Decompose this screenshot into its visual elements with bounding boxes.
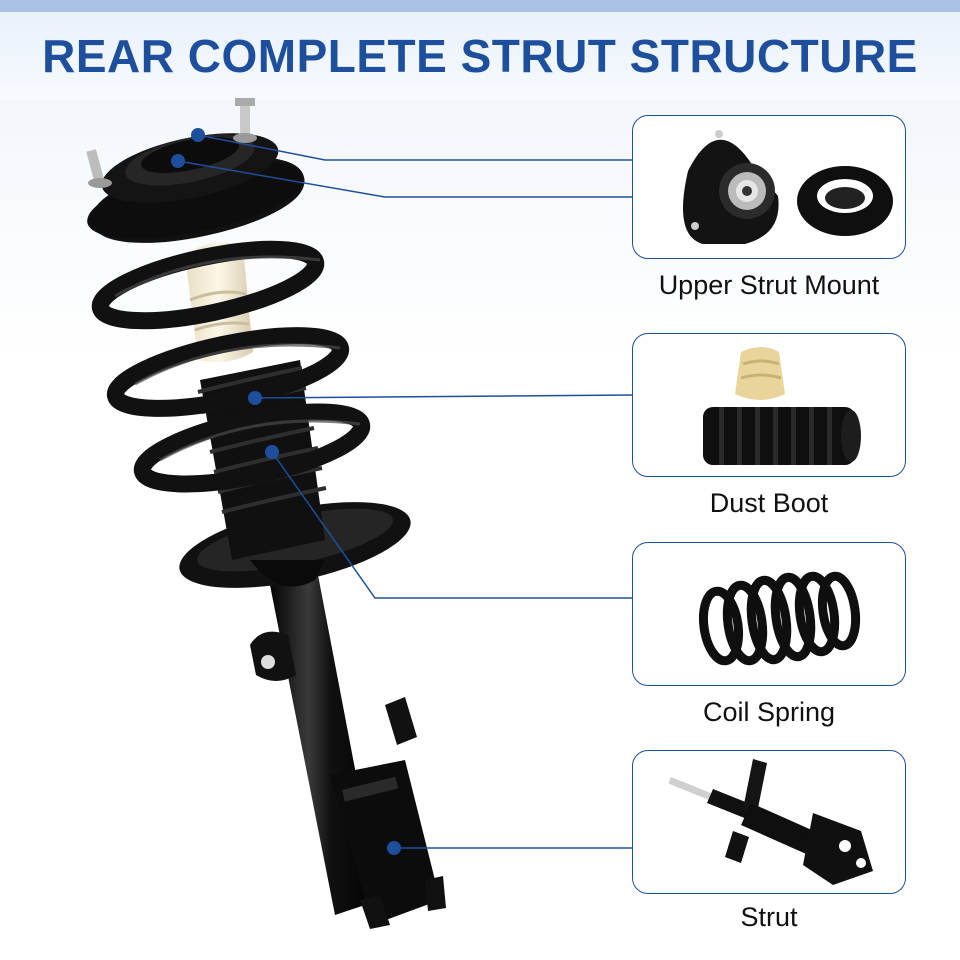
dust-boot-icon xyxy=(703,347,861,465)
component-card-upper-strut-mount xyxy=(632,115,906,259)
component-label-dust-boot: Dust Boot xyxy=(709,488,829,518)
page-title: REAR COMPLETE STRUT STRUCTURE xyxy=(42,30,918,82)
strut-icon xyxy=(668,759,873,885)
component-card-dust-boot xyxy=(632,333,906,477)
leader-lines xyxy=(177,134,633,849)
component-card-strut xyxy=(632,750,906,894)
component-card-coil-spring xyxy=(632,542,906,686)
top-accent-bar xyxy=(0,0,960,12)
component-label-coil-spring: Coil Spring xyxy=(702,697,836,727)
bump-stop xyxy=(185,242,253,363)
coil-spring-icon xyxy=(698,571,861,666)
strut-tube xyxy=(250,575,446,929)
upper-strut-mount-icon xyxy=(683,130,893,244)
component-label-upper-strut-mount: Upper Strut Mount xyxy=(658,270,880,300)
header-band xyxy=(0,12,960,100)
callout-dots xyxy=(171,128,401,855)
upper-strut-mount xyxy=(86,98,303,239)
component-label-strut: Strut xyxy=(740,902,798,932)
